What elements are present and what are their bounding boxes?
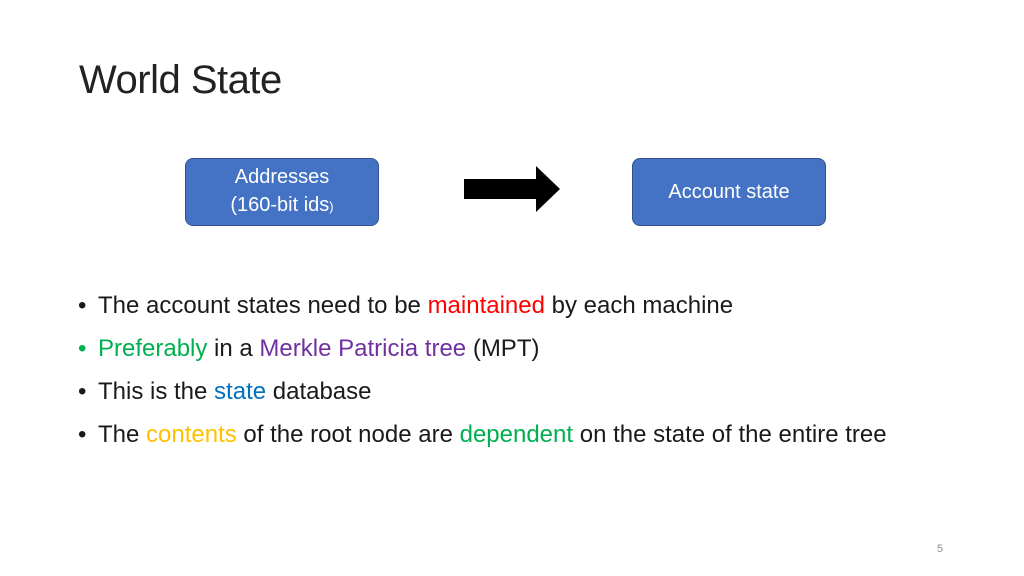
bullet-text: by each machine xyxy=(544,292,734,319)
bullet-text: The account states need to be xyxy=(98,292,428,319)
bullet-text: of the root node are xyxy=(236,421,460,448)
bullet-dot: • xyxy=(78,421,87,448)
bullet-dot: • xyxy=(78,378,87,405)
bullet-item: • Preferably in a Merkle Patricia tree (… xyxy=(78,333,918,365)
highlight-maintained: maintained xyxy=(427,292,545,319)
slide-title: World State xyxy=(79,58,282,102)
account-state-label: Account state xyxy=(668,181,790,203)
account-state-box: Account state xyxy=(632,158,826,226)
addresses-sublabel: (160-bit ids) xyxy=(230,191,333,221)
page-number: 5 xyxy=(937,543,944,555)
highlight-dependent: dependent xyxy=(459,421,574,448)
addresses-box: Addresses (160-bit ids) xyxy=(185,158,379,226)
addresses-label: Addresses xyxy=(234,166,330,188)
addresses-sublabel-paren: ) xyxy=(329,199,334,214)
bullet-text: (MPT) xyxy=(466,335,540,362)
bullet-dot: • xyxy=(78,335,87,362)
bullet-item: • The account states need to be maintain… xyxy=(78,290,918,322)
highlight-contents: contents xyxy=(146,421,237,448)
bullet-text: The xyxy=(98,421,147,448)
bullet-text: This is the xyxy=(98,378,215,405)
bullet-item: • The contents of the root node are depe… xyxy=(78,419,918,451)
highlight-preferably: Preferably xyxy=(98,335,208,362)
highlight-merkle-patricia-tree: Merkle Patricia tree xyxy=(259,335,467,362)
bullet-dot: • xyxy=(78,292,87,319)
bullet-text: on the state of the entire tree xyxy=(573,421,887,448)
bullet-list: • The account states need to be maintain… xyxy=(78,290,918,462)
addresses-sublabel-main: (160-bit ids xyxy=(230,194,330,216)
highlight-state: state xyxy=(214,378,267,405)
bullet-text: database xyxy=(266,378,372,405)
right-arrow-icon xyxy=(464,166,560,212)
bullet-item: • This is the state database xyxy=(78,376,918,408)
bullet-text: in a xyxy=(207,335,260,362)
